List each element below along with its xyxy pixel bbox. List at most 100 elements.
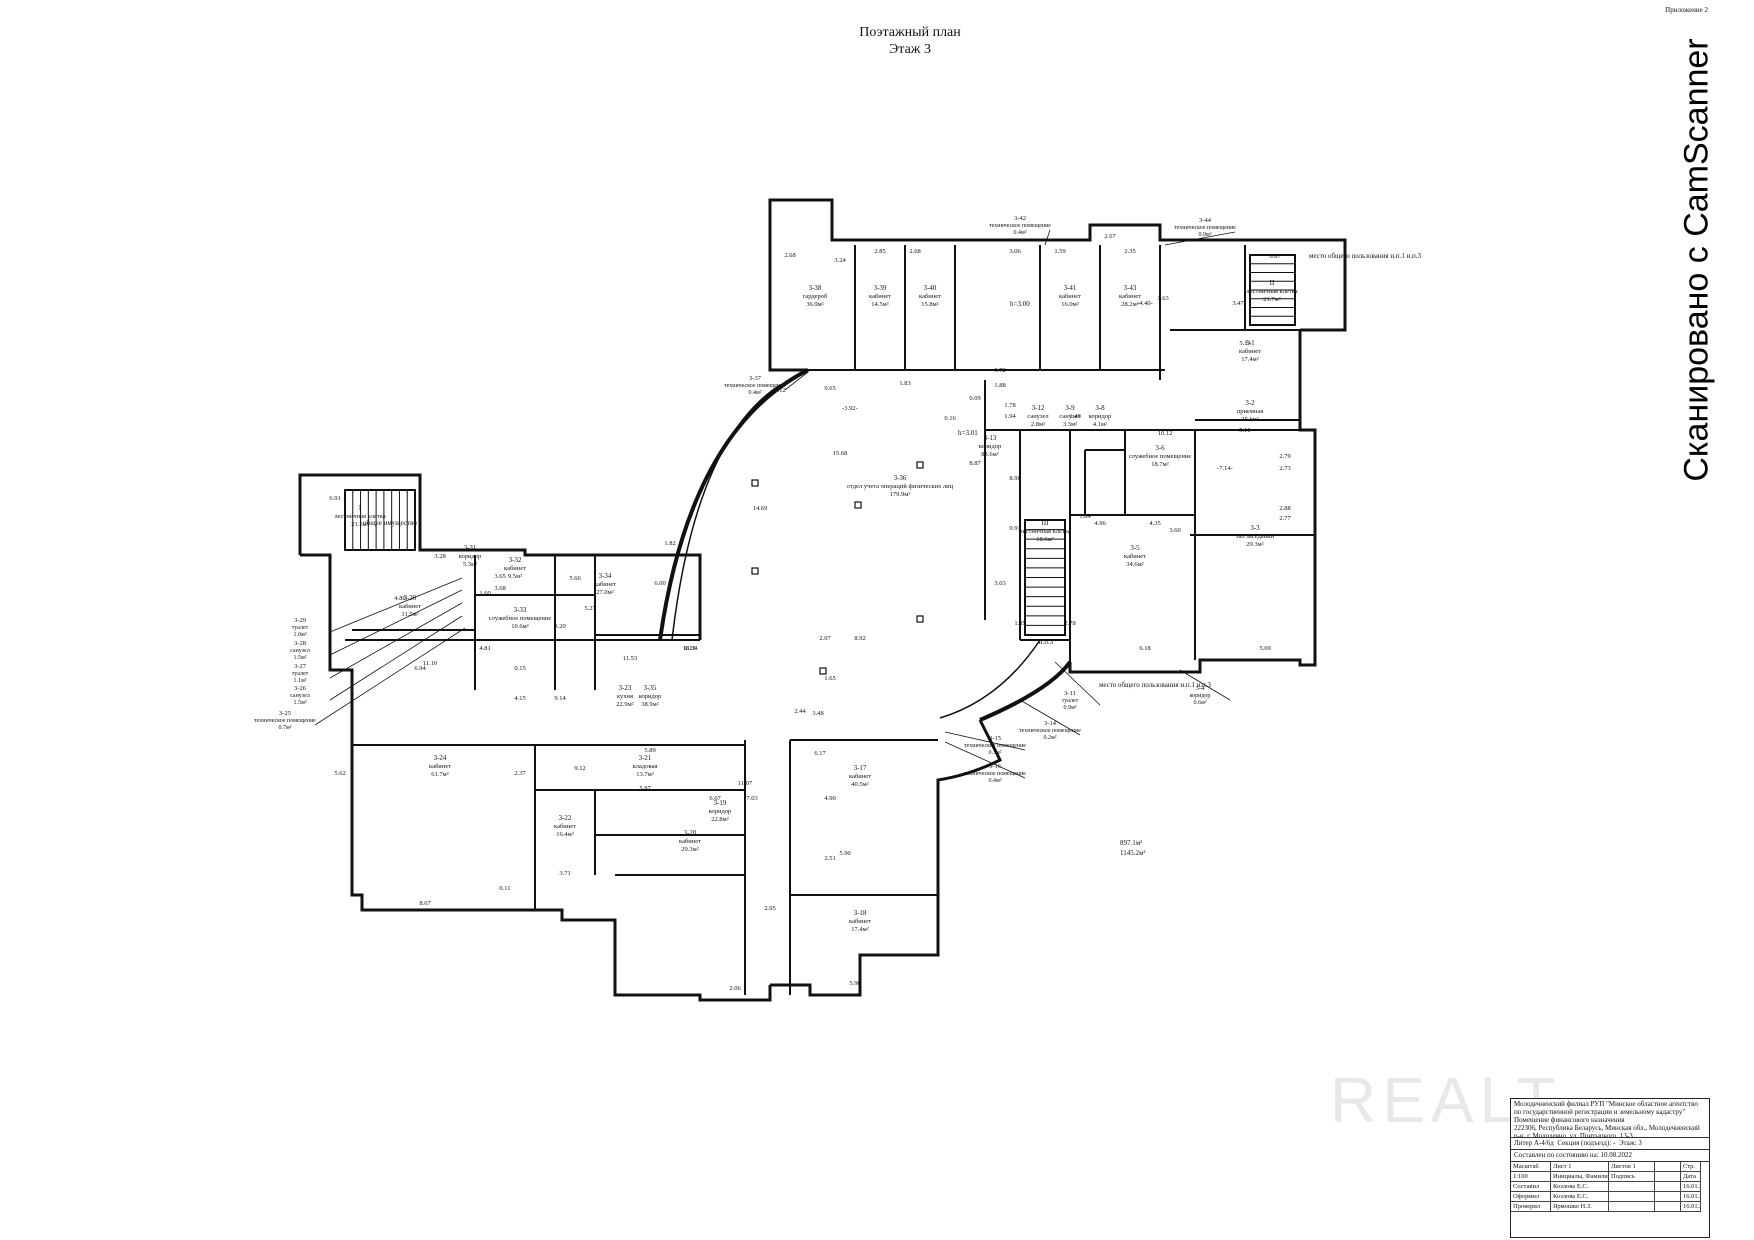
dimension-label: 3.03 — [994, 580, 1005, 587]
room-id: 3-8 — [1095, 404, 1105, 412]
room-area: 16.0м² — [1061, 301, 1078, 308]
room-area: 40.5м² — [851, 781, 868, 788]
room-name: служебное помещение — [489, 615, 552, 622]
callout-id: 3-26 — [294, 685, 307, 692]
dimension-label: 1.63 — [1157, 295, 1168, 302]
dimension-label: 1.82 — [664, 540, 675, 547]
room-name: кабинет — [1059, 293, 1081, 300]
room-id: 3-23 — [619, 684, 632, 692]
callout-leader — [944, 741, 1026, 779]
dimension-label: 1.60 — [479, 590, 490, 597]
callout-area: 0.4м² — [748, 390, 761, 396]
room-id: 3-39 — [874, 284, 887, 292]
callout-area: 1.1м² — [293, 678, 306, 684]
ceiling-height-2: h=3.01 — [958, 429, 978, 437]
dimension-label: 8.67 — [419, 900, 431, 907]
dimension-label: 4.81 — [479, 645, 490, 652]
dimension-label: 3.06 — [1009, 248, 1021, 255]
callout-id: 3-44 — [1199, 217, 1212, 224]
callout-leader — [1019, 699, 1081, 736]
room-area: 4.1м² — [1093, 421, 1107, 428]
room-id: 3-18 — [854, 909, 867, 917]
room-id: II — [1270, 279, 1275, 287]
dimension-label: 7.03 — [746, 795, 757, 802]
dimension-label: 4.96 — [1094, 520, 1106, 527]
dimension-label: 2.35 — [1124, 248, 1135, 255]
room-area: 14.5м² — [871, 301, 888, 308]
dimension-label: 14.69 — [753, 505, 768, 512]
building-walls — [298, 198, 1347, 1002]
callout-area: 1.5м² — [293, 700, 306, 706]
dimension-label: 2.88 — [1279, 505, 1290, 512]
room-name: кабинет — [554, 823, 576, 830]
notes: место общего пользования и.п.1 и.п.3 мес… — [363, 252, 1421, 857]
compiled-date: Составлен по состоянию на: 10.08.2022 — [1511, 1150, 1709, 1162]
room-name: кабинет — [399, 603, 421, 610]
room-area: 21.7м² — [1263, 296, 1280, 303]
room-name: кухня — [617, 693, 633, 700]
room-id: I — [359, 504, 362, 512]
dimension-label: 15.68 — [833, 450, 848, 457]
dimension-label: 2.78 — [1064, 620, 1075, 627]
total-area-2: 1145.2м² — [1120, 849, 1146, 857]
dimension-label: 1.94 — [1004, 413, 1016, 420]
callout-area: 1.0м² — [293, 632, 306, 638]
room-id: 3-35 — [644, 684, 657, 692]
dimension-label: 11.53 — [623, 655, 637, 662]
callout-area: 0.7м² — [278, 725, 291, 731]
dimension-label: 11.07 — [738, 780, 753, 787]
ip3-label: и.п.3 — [1039, 638, 1054, 646]
callout-leader — [1044, 229, 1051, 246]
callout-leaders — [314, 229, 1236, 779]
room-name: коридор — [639, 693, 662, 700]
room-id: III — [1042, 519, 1050, 527]
callout-leader — [784, 371, 809, 391]
room-name: лестничная клетка — [1246, 288, 1297, 295]
appendix-note: Приложение 2 — [1665, 6, 1708, 14]
callout-name: техническое помещение — [964, 743, 1026, 749]
callout-id: 3-37 — [749, 375, 762, 382]
dimension-label: 3.71 — [559, 870, 570, 877]
dimension-label: 3.47 — [1232, 300, 1244, 307]
dimension-label: 1.65 — [824, 675, 835, 682]
organization-block: Молодечненский филиал РУП "Минское облас… — [1511, 1099, 1709, 1138]
room-name: коридор — [979, 443, 1002, 450]
callout-area: 0.4м² — [1013, 230, 1026, 236]
callout-name: техническое помещение — [1174, 225, 1236, 231]
room-name: лестничная клетка — [1019, 528, 1070, 535]
dimension-label: 5.62 — [334, 770, 345, 777]
callout-name: техническое помещение — [964, 771, 1026, 777]
room-name: санузел — [1059, 413, 1081, 420]
room-name: приемная — [1237, 408, 1264, 415]
dimension-label: 2.95 — [764, 905, 775, 912]
room-name: коридор — [459, 553, 482, 560]
room-id: 3-24 — [434, 754, 447, 762]
dimension-label: 2.68 — [784, 252, 795, 259]
dimension-label: 3.28 — [434, 553, 445, 560]
callout-area: 0.3м² — [988, 750, 1001, 756]
callout-id: 3-11 — [1064, 690, 1076, 697]
dimension-label: 2.07 — [819, 635, 831, 642]
room-id: 3-2 — [1245, 399, 1255, 407]
room-area: 16.4м² — [556, 831, 573, 838]
room-id: 3-38 — [809, 284, 822, 292]
common-area-note-top: место общего пользования и.п.1 и.п.3 — [1309, 252, 1422, 260]
room-id: 3-19 — [714, 799, 727, 807]
room-area: 83.6м² — [981, 451, 998, 458]
dimension-label: 10.12 — [1158, 430, 1173, 437]
callout-leader — [329, 602, 463, 679]
dimension-label: 3.20 — [554, 623, 565, 630]
callout-id: 3-15 — [989, 735, 1001, 742]
room-area: 17.4м² — [1241, 356, 1258, 363]
room-area: 34.6м² — [1126, 561, 1143, 568]
callout-name: техническое помещение — [1019, 728, 1081, 734]
room-area: 22.9м² — [616, 701, 633, 708]
callout-name: техническое помещение — [989, 223, 1051, 229]
columns — [751, 461, 924, 675]
dimension-label: 6.18 — [1139, 645, 1150, 652]
dimension-label: 9.72 — [994, 367, 1005, 374]
room-name: зал заседаний — [1236, 533, 1275, 540]
